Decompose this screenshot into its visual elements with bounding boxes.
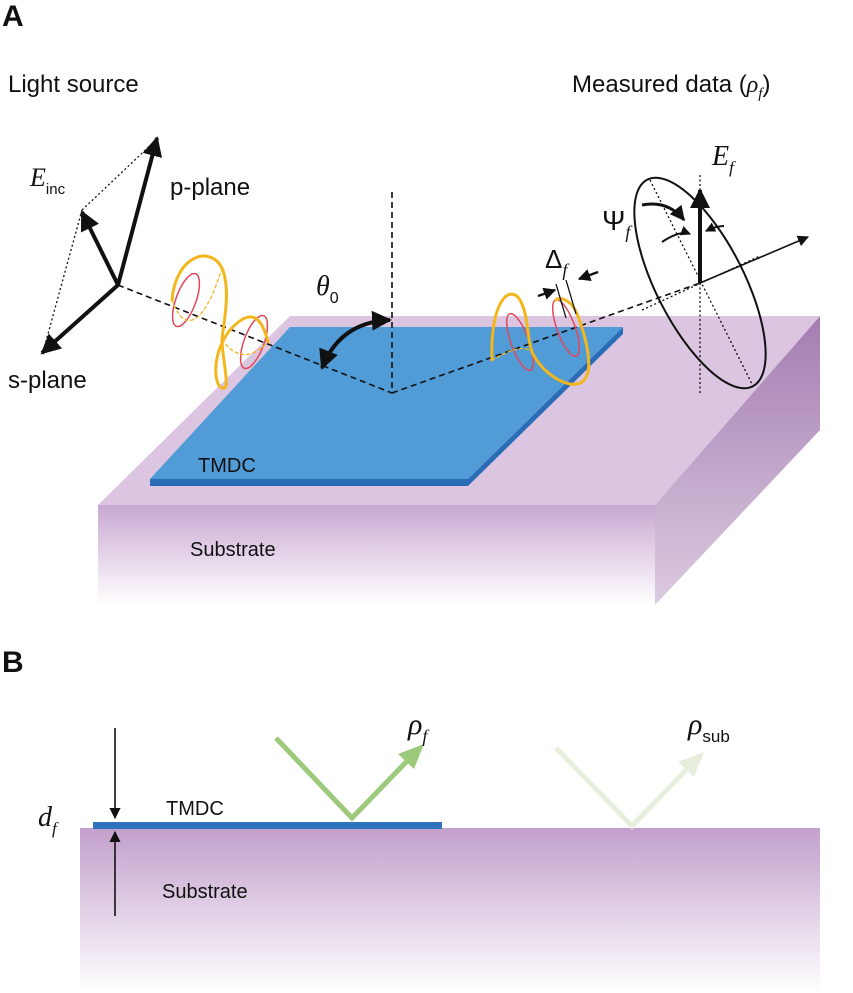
dotted-frame-left: [42, 209, 83, 353]
tmdc-sheet-side: [468, 327, 623, 486]
e-inc-label: Einc: [29, 163, 66, 198]
rho-f-beam: [274, 736, 412, 822]
tmdc-film: [93, 822, 442, 829]
psi-arc-inner: [661, 226, 691, 243]
measured-data-label: Measured data (ρf): [572, 71, 770, 102]
reflected-wave: [490, 292, 591, 386]
delta-label: Δf: [545, 244, 570, 280]
incident-wave-back: [171, 267, 269, 356]
incident-wave-front: [170, 254, 270, 390]
reflected-beam: [391, 282, 701, 394]
tmdc-sheet-surface: [150, 327, 623, 479]
rho-sub-beam-arrowhead: [678, 752, 704, 777]
delta-tick-right: [565, 279, 577, 315]
panel-b: B Substrate TMDC df ρf ρsub: [2, 646, 820, 993]
measured-ellipse: Ψf Ef: [602, 141, 767, 395]
beam-path: θ0: [117, 192, 810, 394]
substrate-front-face: [98, 505, 655, 605]
tmdc-label: TMDC: [198, 455, 256, 477]
theta-label: θ0: [316, 271, 339, 307]
reflected-wave-back: [491, 347, 535, 361]
tmdc-sheet-edge: [150, 479, 468, 486]
incident-wave: [170, 254, 270, 390]
p-plane-arrow: [116, 136, 163, 286]
substrate-slab: [80, 828, 820, 993]
psi-label: Ψf: [602, 205, 633, 242]
s-plane-arrow: [40, 283, 120, 355]
substrate-label: Substrate: [162, 881, 248, 903]
psi-arc-outer: [641, 202, 686, 222]
e-f-label: Ef: [711, 141, 736, 177]
p-plane-label: p-plane: [170, 174, 250, 201]
thickness-label: df: [38, 802, 59, 838]
substrate-label: Substrate: [190, 539, 276, 561]
panel-a-label: A: [2, 0, 24, 33]
rho-sub-label: ρsub: [687, 708, 730, 746]
reflected-beam-arrow: [699, 235, 810, 284]
substrate-side-face: [655, 316, 820, 605]
panel-b-label: B: [2, 646, 24, 679]
delta-marker: Δf: [537, 244, 599, 319]
rho-sub-beam: [554, 746, 692, 830]
psi-arc-right: [705, 222, 725, 232]
incident-beam: [117, 284, 393, 394]
panel-a: A Substrate TMDC Light source Measured d…: [2, 0, 820, 605]
rho-f-label: ρf: [407, 708, 430, 746]
delta-tick-left: [555, 283, 567, 319]
tmdc-sheet: TMDC: [150, 327, 623, 486]
polarization-ellipse: [633, 176, 767, 390]
light-source-label: Light source: [8, 71, 139, 98]
reflected-wave-front: [490, 292, 591, 386]
e-inc-arrow: [80, 210, 120, 286]
dotted-frame-top: [81, 139, 157, 211]
s-plane-label: s-plane: [8, 367, 87, 394]
delta-arrow-right: [577, 269, 599, 281]
incident-polarization: Einc p-plane s-plane: [8, 136, 250, 394]
incident-wave-lobe-left-red: [171, 272, 201, 328]
delta-arrow-left: [537, 287, 557, 300]
theta-arc: [319, 310, 392, 370]
tmdc-label: TMDC: [166, 798, 224, 820]
rho-f-beam-arrowhead: [398, 744, 424, 769]
